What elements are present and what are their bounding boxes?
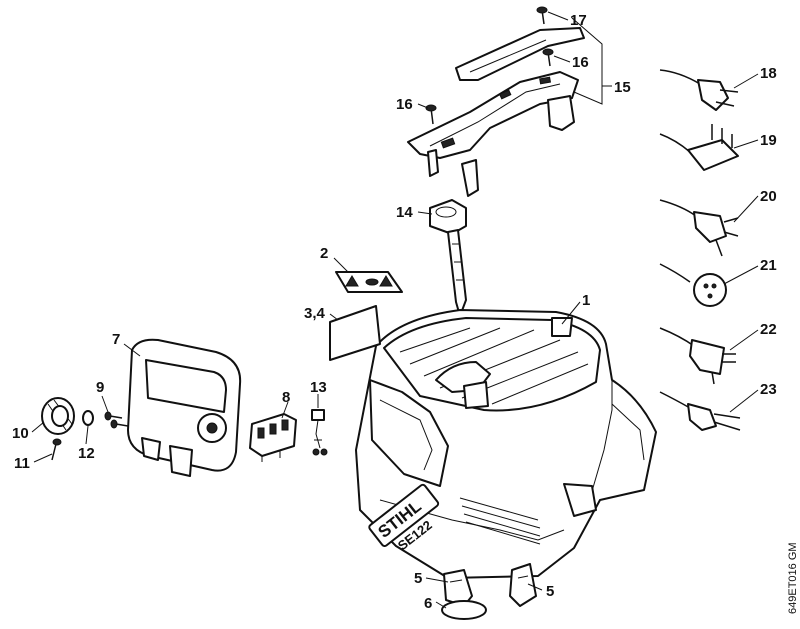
label-8: 8 bbox=[282, 389, 290, 406]
label-16-left: 16 bbox=[396, 96, 413, 113]
warning-label bbox=[335, 271, 403, 293]
group-bracket-15 bbox=[571, 17, 603, 105]
label-21: 21 bbox=[760, 257, 777, 274]
label-1: 1 bbox=[582, 292, 590, 309]
label-20: 20 bbox=[760, 188, 777, 205]
label-5-right: 5 bbox=[546, 583, 554, 600]
housing: STIHL SE122 bbox=[355, 309, 657, 579]
label-14: 14 bbox=[396, 204, 413, 221]
leader-lines bbox=[31, 11, 759, 609]
label-15: 15 bbox=[614, 79, 631, 96]
washer bbox=[82, 410, 94, 426]
label-9: 9 bbox=[96, 379, 104, 396]
screw-16-left bbox=[425, 104, 437, 125]
cable-grommet bbox=[429, 199, 467, 317]
power-cord-plug-22 bbox=[659, 327, 736, 385]
label-6: 6 bbox=[424, 595, 432, 612]
power-cord-plug-21 bbox=[659, 263, 727, 307]
power-cord-plug-23 bbox=[659, 391, 741, 431]
label-13: 13 bbox=[310, 379, 327, 396]
side-cover bbox=[127, 338, 242, 477]
label-22: 22 bbox=[760, 321, 777, 338]
knob bbox=[41, 397, 75, 435]
screw-11 bbox=[51, 438, 62, 461]
label-17: 17 bbox=[570, 12, 587, 29]
callout-labels: 17 16 15 16 14 2 3,4 1 7 9 10 11 12 8 13… bbox=[12, 12, 777, 612]
power-cord-plug-20 bbox=[659, 199, 739, 257]
o-ring bbox=[441, 600, 487, 620]
handle-assembly bbox=[407, 27, 585, 197]
power-cord-plug-19 bbox=[659, 124, 739, 171]
label-23: 23 bbox=[760, 381, 777, 398]
label-11: 11 bbox=[14, 455, 30, 472]
label-18: 18 bbox=[760, 65, 777, 82]
label-5-left: 5 bbox=[414, 570, 422, 587]
screw-9 bbox=[104, 411, 129, 429]
label-16-right: 16 bbox=[572, 54, 589, 71]
drawing-code: 649ET016 GM bbox=[787, 542, 799, 614]
label-3-4: 3,4 bbox=[304, 305, 326, 322]
label-10: 10 bbox=[12, 425, 29, 442]
carbon-brush bbox=[311, 409, 328, 456]
label-12: 12 bbox=[78, 445, 95, 462]
label-plate bbox=[329, 305, 381, 361]
label-7: 7 bbox=[112, 331, 120, 348]
switch-holder bbox=[249, 413, 297, 462]
label-19: 19 bbox=[760, 132, 777, 149]
power-cord-plug-18 bbox=[659, 69, 739, 111]
screw-16-right bbox=[542, 48, 554, 67]
screw-17 bbox=[536, 6, 548, 25]
foot-right bbox=[509, 563, 537, 607]
label-2: 2 bbox=[320, 245, 328, 262]
